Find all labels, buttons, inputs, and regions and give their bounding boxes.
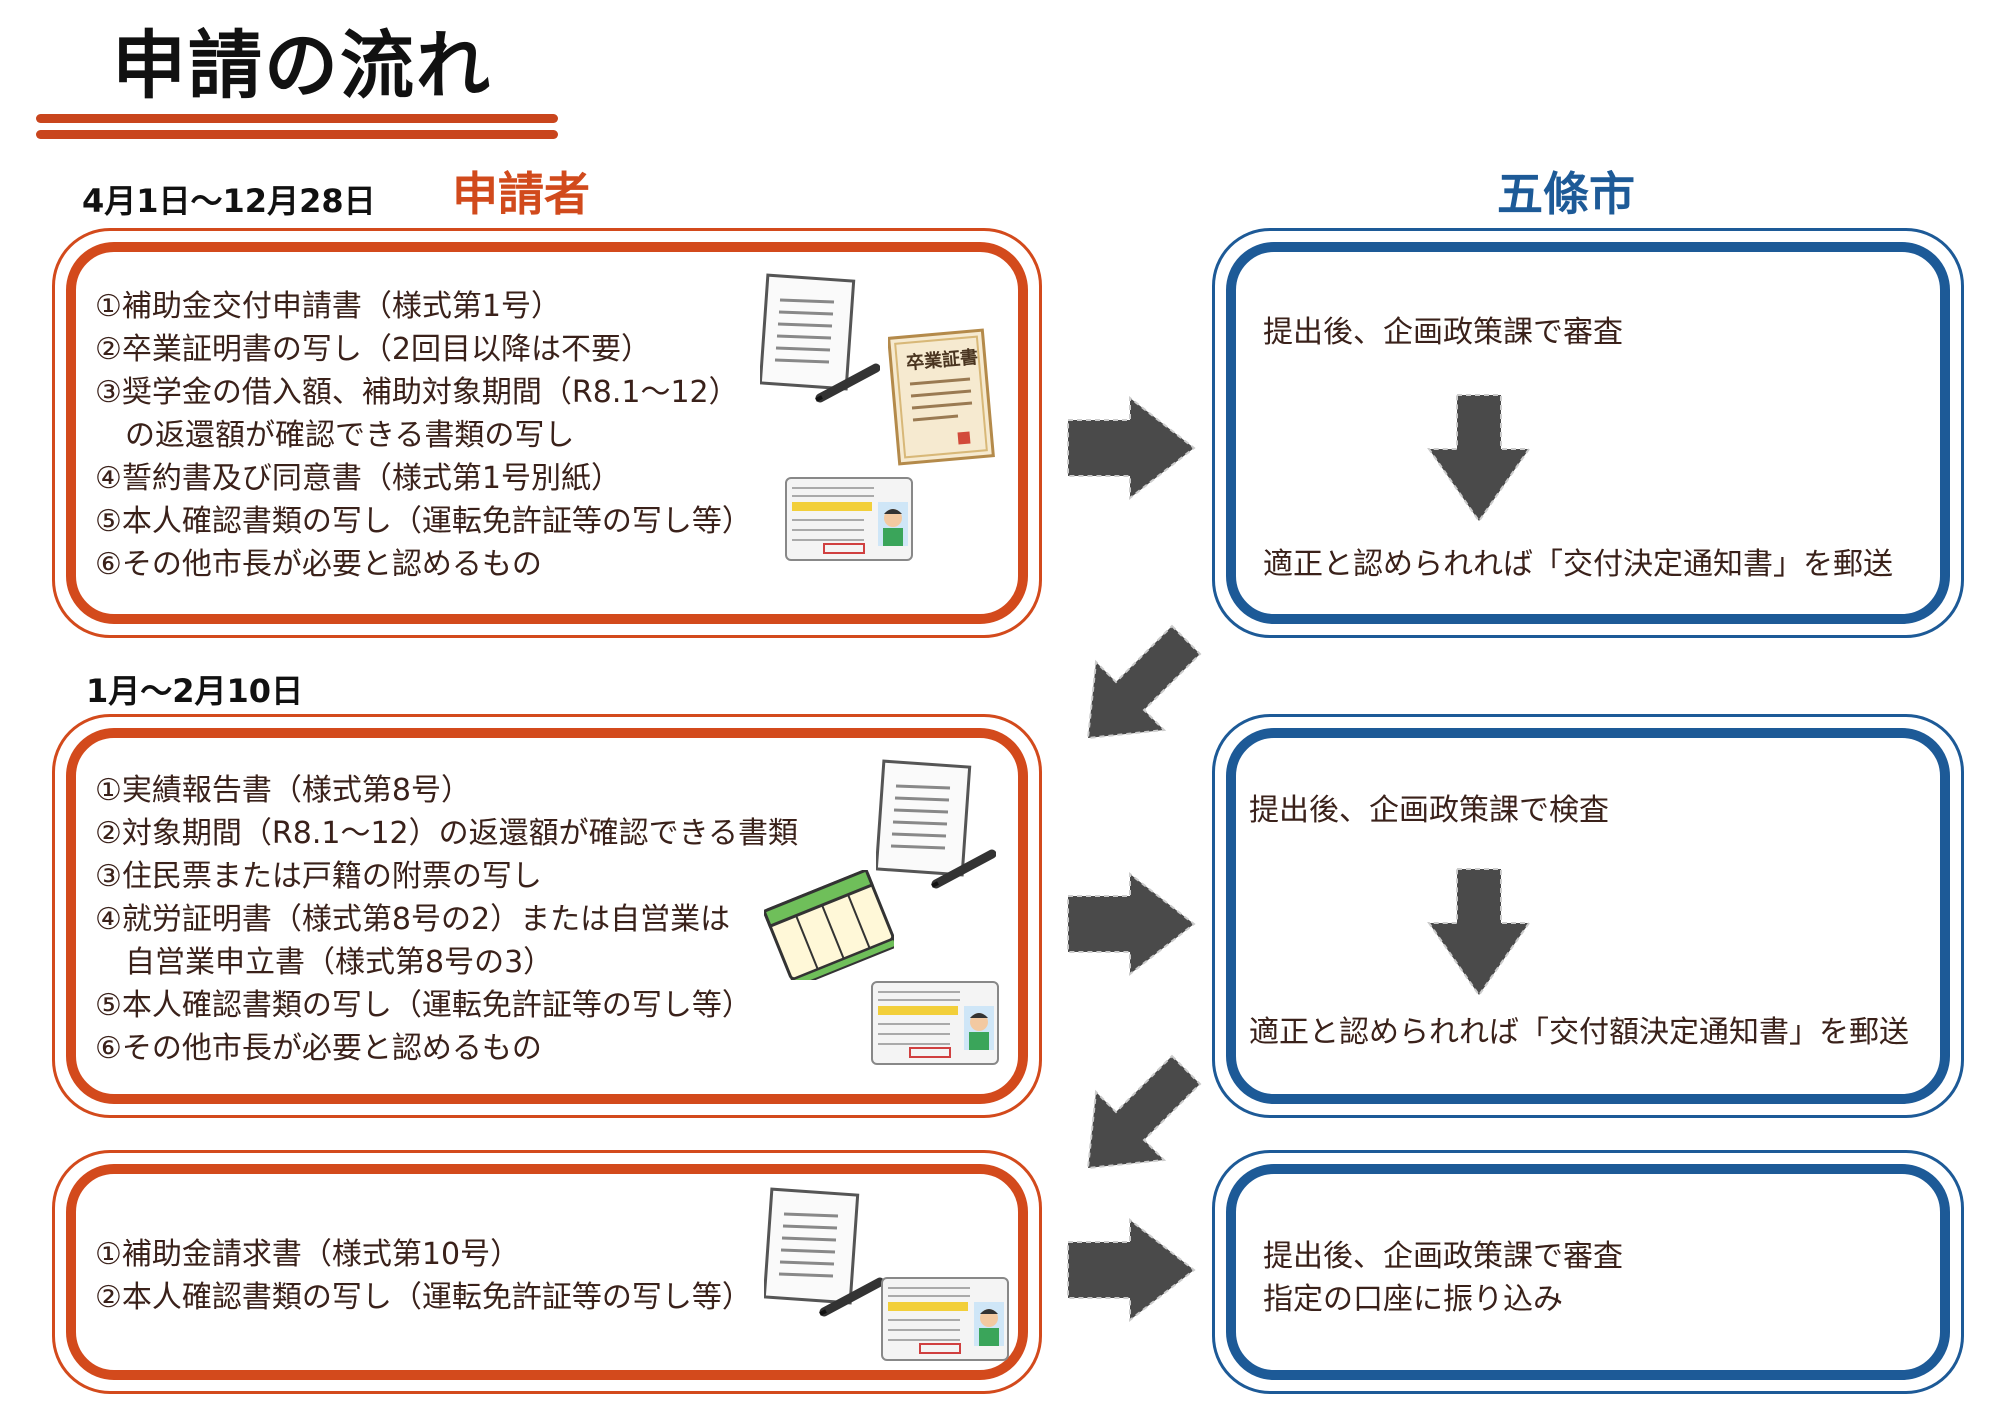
arrow-diagonal-icon	[1086, 1054, 1202, 1170]
list-item: ⑤本人確認書類の写し（運転免許証等の写し等）	[95, 988, 752, 1023]
list-item: ⑥その他市長が必要と認めるもの	[95, 1031, 542, 1066]
stage3-city-box: 提出後、企画政策課で審査 指定の口座に振り込み	[1212, 1150, 1964, 1394]
list-item: ①実績報告書（様式第8号）	[95, 773, 471, 808]
document-pen-icon	[764, 1187, 884, 1317]
list-item: ④就労証明書（様式第8号の2）または自営業は	[95, 902, 731, 937]
list-item: ⑤本人確認書類の写し（運転免許証等の写し等）	[95, 504, 752, 539]
arrow-right-icon	[1067, 872, 1196, 976]
list-item: の返還額が確認できる書類の写し	[95, 418, 575, 453]
list-item: ①補助金交付申請書（様式第1号）	[95, 289, 561, 324]
stage3-applicant-items: ①補助金請求書（様式第10号） ②本人確認書類の写し（運転免許証等の写し等）	[95, 1233, 752, 1319]
list-item: ②対象期間（R8.1〜12）の返還額が確認できる書類	[95, 816, 799, 851]
stage2-city-box: 提出後、企画政策課で検査 適正と認められれば「交付額決定通知書」を郵送	[1212, 714, 1964, 1118]
stage1-city-bottom: 適正と認められれば「交付決定通知書」を郵送	[1263, 547, 1893, 582]
arrow-down-icon	[1427, 868, 1531, 997]
list-item: ⑥その他市長が必要と認めるもの	[95, 547, 542, 582]
arrow-right-icon	[1067, 1218, 1196, 1322]
stage3-city-text: 提出後、企画政策課で審査 指定の口座に振り込み	[1263, 1235, 1623, 1321]
list-item: ④誓約書及び同意書（様式第1号別紙）	[95, 461, 621, 496]
page-title: 申請の流れ	[112, 23, 492, 109]
list-item: 自営業申立書（様式第8号の3）	[95, 945, 554, 980]
arrow-right-icon	[1067, 396, 1196, 500]
stage1-applicant-items: ①補助金交付申請書（様式第1号） ②卒業証明書の写し（2回目以降は不要） ③奨学…	[95, 285, 752, 586]
driver-license-icon	[871, 981, 999, 1065]
list-item: ②本人確認書類の写し（運転免許証等の写し等）	[95, 1280, 752, 1315]
arrow-down-icon	[1427, 394, 1531, 523]
title-underline	[36, 114, 558, 123]
stage1-city-top: 提出後、企画政策課で審査	[1263, 315, 1623, 350]
stage2-city-bottom: 適正と認められれば「交付額決定通知書」を郵送	[1249, 1015, 1909, 1050]
stage2-date: 1月〜2月10日	[86, 672, 304, 710]
stage2-city-top: 提出後、企画政策課で検査	[1249, 793, 1609, 828]
applicant-header: 申請者	[452, 167, 590, 221]
list-item: ②卒業証明書の写し（2回目以降は不要）	[95, 332, 651, 367]
stage3-city-line: 指定の口座に振り込み	[1263, 1282, 1563, 1317]
stage2-applicant-box: ①実績報告書（様式第8号） ②対象期間（R8.1〜12）の返還額が確認できる書類…	[52, 714, 1042, 1118]
stage3-city-line: 提出後、企画政策課で審査	[1263, 1239, 1623, 1274]
document-pen-icon	[760, 273, 880, 403]
stage2-applicant-items: ①実績報告書（様式第8号） ②対象期間（R8.1〜12）の返還額が確認できる書類…	[95, 769, 798, 1070]
city-header: 五條市	[1497, 167, 1635, 221]
graduation-certificate-icon	[888, 328, 995, 466]
stage3-applicant-box: ①補助金請求書（様式第10号） ②本人確認書類の写し（運転免許証等の写し等）	[52, 1150, 1042, 1394]
stage1-date: 4月1日〜12月28日	[82, 182, 376, 220]
title-underline-2	[36, 130, 558, 139]
stage1-applicant-box: ①補助金交付申請書（様式第1号） ②卒業証明書の写し（2回目以降は不要） ③奨学…	[52, 228, 1042, 638]
arrow-diagonal-icon	[1086, 624, 1202, 740]
driver-license-icon	[881, 1277, 1009, 1361]
document-pen-icon	[876, 759, 996, 889]
list-item: ①補助金請求書（様式第10号）	[95, 1237, 521, 1272]
stage1-city-box: 提出後、企画政策課で審査 適正と認められれば「交付決定通知書」を郵送	[1212, 228, 1964, 638]
list-item: ③住民票または戸籍の附票の写し	[95, 859, 542, 894]
driver-license-icon	[785, 477, 913, 561]
list-item: ③奨学金の借入額、補助対象期間（R8.1〜12）	[95, 375, 739, 410]
passbook-icon	[764, 870, 894, 980]
